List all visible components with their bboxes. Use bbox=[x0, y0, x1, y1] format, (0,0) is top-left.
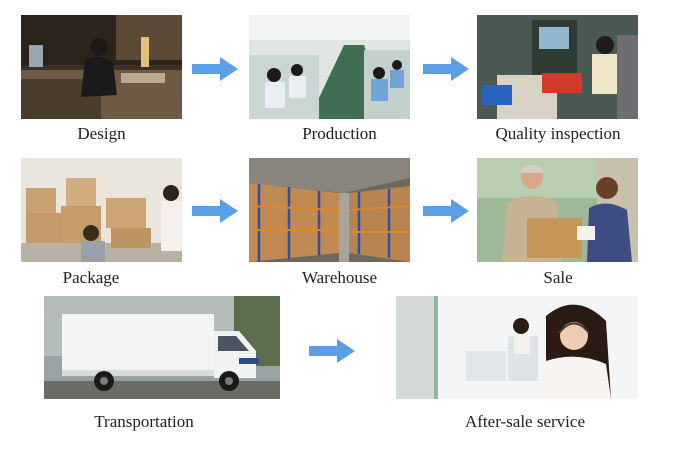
step-label: Sale bbox=[543, 268, 573, 287]
design-photo bbox=[21, 15, 182, 119]
arrow-right-icon bbox=[192, 57, 238, 81]
step-label: After-sale service bbox=[464, 412, 585, 431]
arrow-right-icon bbox=[309, 339, 355, 363]
step-label: Production bbox=[302, 124, 377, 143]
warehouse-photo bbox=[249, 158, 410, 262]
production-photo bbox=[249, 15, 410, 119]
arrow-right-icon bbox=[423, 57, 469, 81]
step-label: Package bbox=[62, 268, 120, 287]
package-photo bbox=[21, 158, 182, 262]
step-label: Design bbox=[77, 124, 126, 143]
transportation-photo bbox=[44, 296, 280, 399]
sale-photo bbox=[477, 158, 638, 262]
step-label: Transportation bbox=[94, 412, 194, 431]
step-label: Quality inspection bbox=[495, 124, 621, 143]
quality-inspection-photo bbox=[477, 15, 638, 119]
arrow-right-icon bbox=[192, 199, 238, 223]
step-label: Warehouse bbox=[301, 268, 378, 287]
after-sale-service-photo bbox=[396, 296, 638, 399]
arrow-right-icon bbox=[423, 199, 469, 223]
